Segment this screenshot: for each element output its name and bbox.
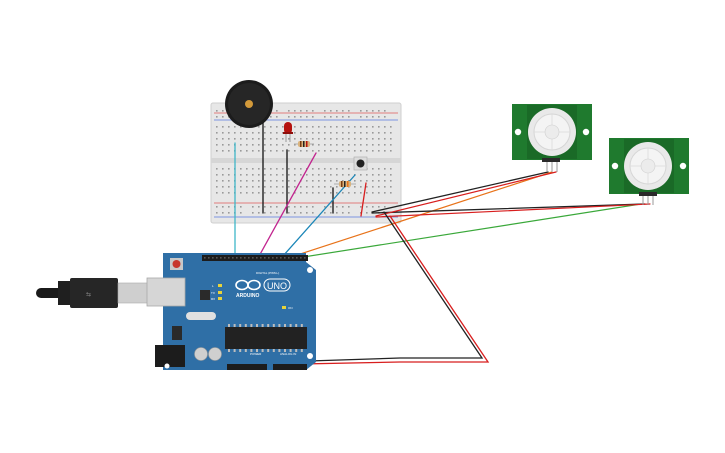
analog-header (273, 364, 307, 370)
pir-sensor-2[interactable] (609, 138, 689, 205)
pushbutton[interactable] (353, 156, 368, 171)
analog-label: ANALOG IN (280, 352, 296, 356)
wires (234, 109, 651, 366)
usb-cable[interactable]: ⇆ (36, 278, 149, 308)
wire-red-short[interactable] (360, 182, 367, 217)
power-label: POWER (250, 352, 262, 356)
red-led[interactable] (283, 122, 293, 142)
wire-red-loop[interactable] (249, 215, 490, 366)
pir-sensor-1[interactable] (512, 104, 592, 172)
tx-led (218, 291, 222, 294)
rx-led (218, 297, 222, 300)
tx-label: TX (211, 291, 215, 295)
breadboard[interactable] (210, 102, 402, 224)
power-header (227, 364, 267, 370)
wire-black-pir1[interactable] (371, 171, 549, 213)
crystal (186, 312, 216, 320)
digital-header (202, 255, 308, 261)
on-label: ON (288, 306, 293, 310)
wire-black-pir2[interactable] (371, 203, 646, 214)
digital-label: DIGITAL (PWM~) (256, 271, 279, 275)
mount-hole-2 (307, 353, 313, 359)
mount-hole-1 (307, 267, 313, 273)
on-led (282, 306, 286, 309)
resistor-1[interactable] (294, 141, 314, 147)
wire-black-loop[interactable] (308, 211, 484, 362)
wire-red-pir2[interactable] (375, 203, 651, 218)
wire-green[interactable] (296, 203, 642, 259)
arduino-brand-label: ARDUINO (236, 293, 259, 299)
atmega-chip (225, 327, 307, 349)
usb-b-socket (146, 277, 186, 307)
regulator (172, 326, 182, 340)
buzzer-center-icon (245, 100, 253, 108)
wire-blue[interactable] (282, 174, 356, 257)
l-led (218, 284, 222, 287)
ic-small (200, 290, 210, 300)
resistor-2[interactable] (334, 181, 356, 187)
usb-icon: ⇆ (86, 291, 91, 298)
rx-label: RX (211, 297, 215, 301)
wire-magenta[interactable] (257, 152, 317, 259)
arduino-model-label: UNO (267, 281, 287, 291)
arduino-uno[interactable]: ARDUINO UNO DIGITAL (PWM~) POWER ANALOG … (146, 253, 316, 370)
mount-hole-3 (164, 363, 170, 369)
wire-red-pir1[interactable] (375, 171, 557, 217)
power-jack (155, 345, 185, 367)
center-channel (211, 158, 401, 163)
piezo-buzzer[interactable] (225, 80, 273, 128)
capacitor-1 (194, 347, 208, 361)
capacitor-2 (208, 347, 222, 361)
l-label: L (212, 284, 214, 288)
arduino-logo-icon (235, 279, 261, 291)
